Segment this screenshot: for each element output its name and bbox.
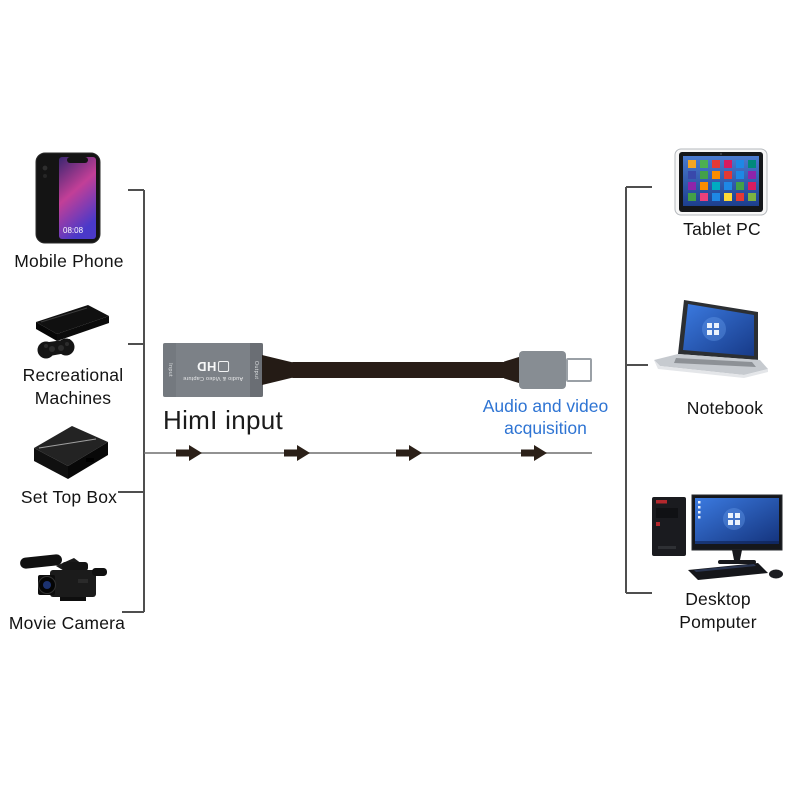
recreational-machines-label: Recreational Machines bbox=[22, 365, 124, 408]
set-top-box-label: Set Top Box bbox=[20, 487, 118, 507]
phone-clock: 08:08 bbox=[63, 226, 84, 235]
input-port-label: Input bbox=[166, 363, 173, 377]
capture-device: Input Audio & Video Capture HD Output bbox=[163, 343, 263, 397]
phone-notch bbox=[67, 157, 88, 163]
desktop-computer-icon bbox=[652, 494, 783, 580]
flow-arrows bbox=[176, 445, 547, 461]
flow-arrow bbox=[521, 445, 547, 461]
movie-camera-label: Movie Camera bbox=[8, 613, 126, 633]
hd-logo: HD bbox=[196, 359, 217, 374]
mobile-phone-label: Mobile Phone bbox=[14, 251, 124, 271]
output-port-label: Output bbox=[253, 360, 260, 380]
input-port: Input bbox=[163, 343, 176, 397]
pc-mouse bbox=[769, 569, 783, 579]
pc-keyboard bbox=[688, 563, 768, 580]
desktop-computer-label: Desktop Pomputer bbox=[679, 589, 757, 632]
hdmi-input-caption: HimI input bbox=[163, 405, 284, 435]
windows-logo bbox=[707, 323, 719, 335]
notebook-label: Notebook bbox=[686, 398, 764, 418]
acquisition-caption: Audio and video acquisition bbox=[482, 396, 609, 438]
usb-cable bbox=[290, 362, 508, 378]
tablet-pc-icon bbox=[674, 148, 768, 216]
gamepad bbox=[37, 338, 75, 359]
flow-arrow bbox=[396, 445, 422, 461]
capture-device-print: Audio & Video Capture HD bbox=[183, 359, 243, 381]
game-console-icon bbox=[36, 305, 109, 359]
usb-connector-tip bbox=[566, 358, 592, 382]
mobile-phone-icon: 08:08 bbox=[35, 152, 101, 244]
usb-connector bbox=[519, 351, 566, 389]
set-top-box-icon bbox=[34, 426, 108, 479]
tablet-pc-label: Tablet PC bbox=[683, 219, 761, 239]
right-bracket bbox=[625, 186, 652, 594]
flow-arrow bbox=[176, 445, 202, 461]
movie-camera-icon bbox=[20, 554, 107, 601]
left-bracket bbox=[118, 189, 145, 613]
notebook-icon bbox=[654, 300, 768, 378]
camera-microphone bbox=[20, 554, 62, 569]
flow-arrow bbox=[284, 445, 310, 461]
usb-plug-neck bbox=[504, 356, 522, 384]
output-port: Output bbox=[250, 343, 263, 397]
hd-logo-box bbox=[218, 361, 230, 372]
tablet-app-tiles bbox=[688, 160, 756, 201]
windows-logo bbox=[728, 513, 740, 525]
capture-device-label: Audio & Video Capture bbox=[182, 375, 244, 381]
